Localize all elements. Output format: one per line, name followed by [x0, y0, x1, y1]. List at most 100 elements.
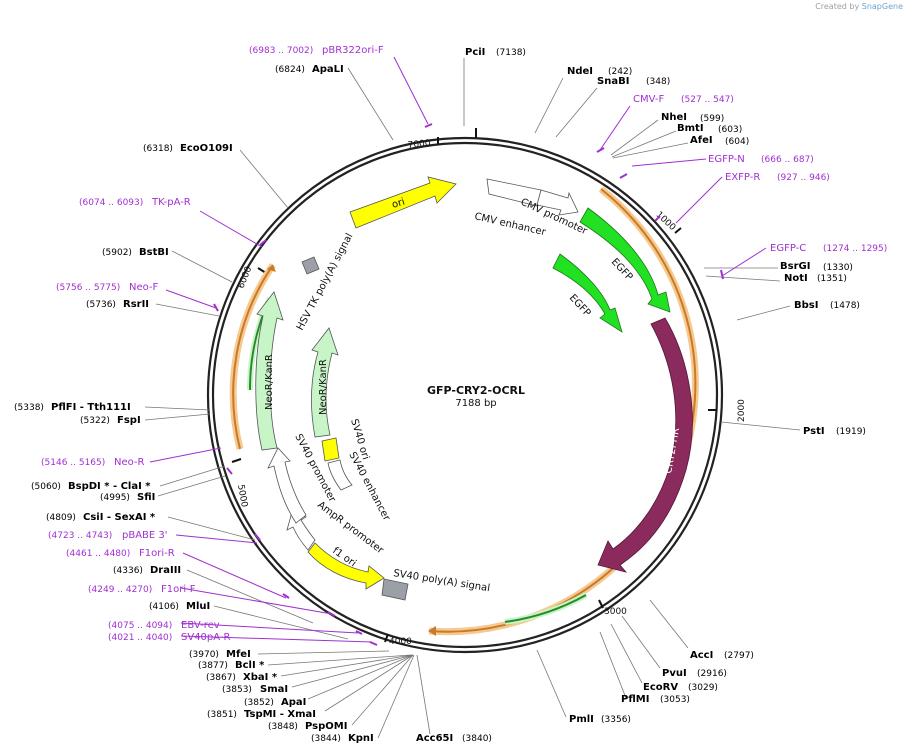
svg-text:(3851): (3851): [207, 710, 237, 720]
primer-egfp-c[interactable]: EGFP-C: [770, 243, 806, 254]
snapgene-credit: Created by SnapGene: [815, 2, 903, 11]
enzyme-acc65i[interactable]: Acc65I: [416, 733, 453, 744]
backbone-outer: [206, 136, 724, 654]
enzyme-nhei[interactable]: NheI: [661, 112, 687, 123]
neor-kanr-arrow-inner: [311, 327, 339, 438]
tick-label-4000: 4000: [389, 637, 412, 647]
feature-label-hsv-tk-polya: HSV TK poly(A) signal: [295, 232, 356, 333]
enzyme-sfii[interactable]: SfiI: [137, 492, 155, 503]
primer-f1ori-r[interactable]: F1ori-R: [139, 548, 175, 559]
enzyme-noti[interactable]: NotI: [784, 273, 808, 284]
egfp-arrow-1: [579, 207, 671, 313]
enzyme-pcii[interactable]: PciI: [465, 47, 485, 58]
primer-egfp-n[interactable]: EGFP-N: [708, 154, 745, 165]
enzyme-draiii[interactable]: DraIII: [150, 565, 181, 576]
svg-text:(3867): (3867): [206, 673, 236, 683]
enzyme-rsrii[interactable]: RsrII: [123, 299, 149, 310]
primer-neo-r[interactable]: Neo-R: [114, 457, 145, 468]
svg-text:(1478): (1478): [830, 301, 860, 311]
enzyme-csii-sexai[interactable]: CsiI - SexAI *: [83, 512, 156, 523]
enzyme-bsrgi[interactable]: BsrGI: [780, 261, 810, 272]
enzyme-kpni[interactable]: KpnI: [348, 733, 374, 744]
enzyme-ecorv[interactable]: EcoRV: [643, 682, 678, 693]
primer-exfp-r[interactable]: EXFP-R: [725, 172, 760, 183]
svg-text:(4249 .. 4270): (4249 .. 4270): [88, 585, 152, 595]
enzyme-mfei[interactable]: MfeI: [226, 649, 251, 660]
enzyme-mlui[interactable]: MluI: [186, 601, 210, 612]
svg-text:(348): (348): [646, 77, 670, 87]
enzyme-bbsi[interactable]: BbsI: [794, 300, 818, 311]
svg-text:(2797): (2797): [724, 651, 754, 661]
primer-cmv-f[interactable]: CMV-F: [633, 94, 664, 105]
green-small-core: [504, 594, 587, 623]
enzyme-acci[interactable]: AccI: [690, 650, 713, 661]
svg-text:(5756 .. 5775): (5756 .. 5775): [56, 283, 120, 293]
primer-pbr322ori-f[interactable]: pBR322ori-F: [322, 45, 384, 56]
hsv-tk-polya-box: [301, 256, 320, 275]
credit-brand: SnapGene: [861, 2, 903, 11]
sv40-promoter-arrow: [267, 447, 307, 524]
enzyme-apali[interactable]: ApaLI: [312, 64, 344, 75]
svg-text:(6318): (6318): [143, 144, 173, 154]
svg-text:(2916): (2916): [697, 669, 727, 679]
feature-label-sv40-polya: SV40 poly(A) signal: [393, 568, 491, 594]
primer-sv40pa-r[interactable]: SV40pA-R: [181, 632, 230, 643]
svg-text:(4461 .. 4480): (4461 .. 4480): [66, 549, 130, 559]
neo-orange-head: [267, 265, 276, 272]
feature-label-neor-kanr-inner: NeoR/KanR: [318, 359, 329, 415]
enzyme-bspdi-clai[interactable]: BspDI * - ClaI *: [68, 481, 151, 492]
primer-ebv-rev[interactable]: EBV-rev: [181, 620, 220, 631]
plasmid-name: GFP-CRY2-OCRL: [427, 384, 525, 397]
enzyme-afei[interactable]: AfeI: [690, 135, 713, 146]
primer-pbabe-3[interactable]: pBABE 3': [122, 530, 168, 541]
svg-text:(5060): (5060): [31, 482, 61, 492]
tick-label-5000: 5000: [235, 484, 249, 509]
svg-text:(3970): (3970): [189, 650, 219, 660]
svg-text:(3848): (3848): [268, 722, 298, 732]
enzyme-bmti[interactable]: BmtI: [677, 123, 704, 134]
enzyme-psti[interactable]: PstI: [803, 426, 825, 437]
ori-arrow: [349, 176, 457, 229]
enzyme-xbai[interactable]: XbaI *: [243, 672, 278, 683]
enzyme-pspomi[interactable]: PspOMI: [305, 721, 347, 732]
enzyme-pflmi[interactable]: PflMI: [621, 694, 649, 705]
svg-text:(4809): (4809): [46, 513, 76, 523]
tick-label-6000: 6000: [237, 265, 255, 290]
primer-neo-f[interactable]: Neo-F: [129, 282, 159, 293]
svg-text:(1274 .. 1295): (1274 .. 1295): [823, 244, 887, 254]
tick-5000: [231, 458, 242, 463]
enzyme-ecoo109i[interactable]: EcoO109I: [180, 143, 233, 154]
enzyme-bstbi[interactable]: BstBI: [139, 247, 169, 258]
tick-1000: [674, 227, 682, 234]
primer-f1ori-f[interactable]: F1ori-F: [161, 584, 196, 595]
enzyme-apai[interactable]: ApaI: [281, 697, 306, 708]
svg-text:(1919): (1919): [836, 427, 866, 437]
svg-text:(603): (603): [718, 125, 742, 135]
sv40-polya-box: [381, 578, 409, 601]
enzyme-bcli[interactable]: BclI *: [235, 660, 265, 671]
svg-text:(5736): (5736): [86, 300, 116, 310]
enzyme-pvui[interactable]: PvuI: [662, 668, 687, 679]
enzyme-pmli[interactable]: PmlI: [569, 714, 594, 725]
cry2phr-arrow: [597, 317, 693, 573]
primer-tk-pa-r[interactable]: TK-pA-R: [151, 197, 191, 208]
svg-text:(6074 .. 6093): (6074 .. 6093): [79, 198, 143, 208]
primer-leaders: [149, 56, 767, 643]
enzyme-smai[interactable]: SmaI: [260, 684, 288, 695]
svg-text:(5902): (5902): [102, 248, 132, 258]
f1-ori-arrow: [307, 542, 385, 590]
svg-text:(3844): (3844): [311, 734, 341, 744]
sv40-ori-box: [321, 437, 340, 462]
svg-text:(3356): (3356): [601, 715, 631, 725]
enzyme-snabi[interactable]: SnaBI: [597, 76, 629, 87]
svg-text:(4106): (4106): [149, 602, 179, 612]
enzyme-fspi[interactable]: FspI: [117, 415, 141, 426]
svg-text:(242): (242): [608, 67, 632, 77]
enzyme-pflfi-tth111i[interactable]: PflFI - Tth111I: [51, 402, 131, 413]
plasmid-size: 7188 bp: [455, 398, 496, 409]
enzyme-tspmi-xmai[interactable]: TspMI - XmaI: [244, 709, 316, 720]
svg-text:(3840): (3840): [462, 734, 492, 744]
svg-text:(6983 .. 7002): (6983 .. 7002): [249, 46, 313, 56]
feature-label-sv40-enhancer: SV40 enhancer: [346, 450, 392, 523]
enzyme-ndei[interactable]: NdeI: [567, 66, 593, 77]
